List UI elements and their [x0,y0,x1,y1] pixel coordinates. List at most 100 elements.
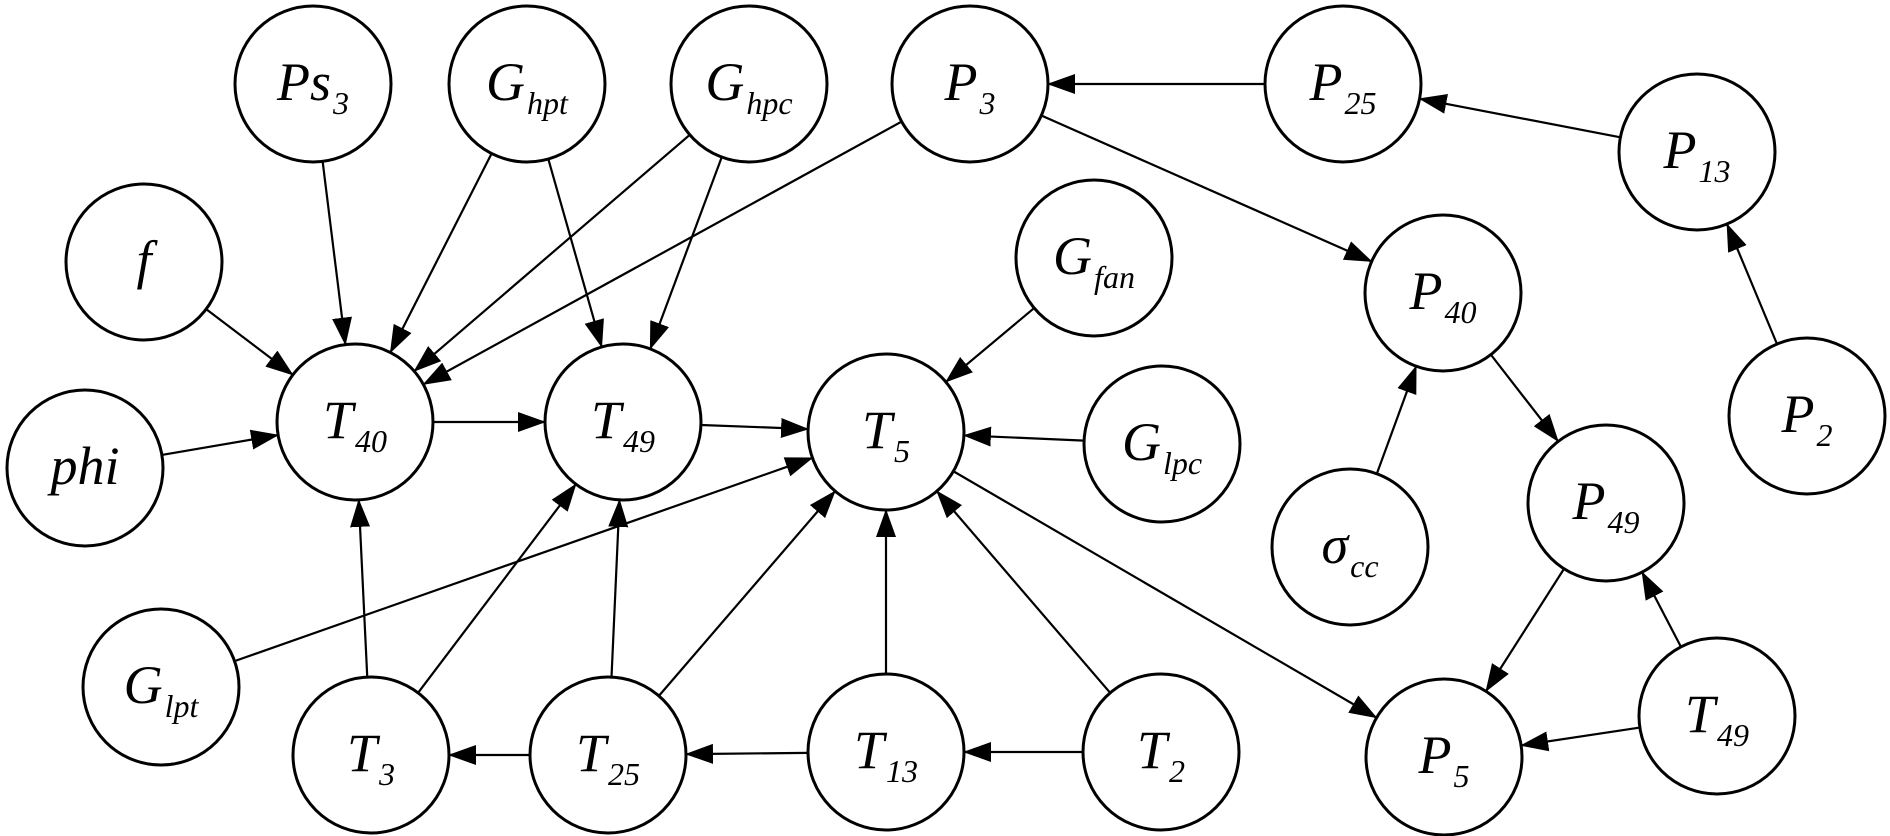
node-label-main: T [1137,720,1171,780]
edge-sigcc-to-P40 [1375,365,1417,475]
edge-phi-to-T40 [161,429,280,456]
node-circle [275,342,435,502]
edge-P2-to-P13 [1726,223,1779,345]
node-Glpc: Glpc [1082,364,1242,524]
edge-T3-to-T40 [350,498,371,678]
edge-Ghpc-to-T49 [649,156,723,350]
node-circle [1617,72,1777,232]
node-label-subscript: hpt [527,85,569,121]
node-T2: T2 [1081,672,1241,832]
node-label-main: P [1663,120,1697,180]
node-label: T25 [576,723,640,792]
node-circle [1363,213,1523,373]
node-circle [1526,423,1686,583]
node-label: P2 [1781,384,1833,453]
node-P3: P3 [890,4,1050,164]
node-label-subscript: 5 [894,433,910,469]
edge-T49b-to-P49 [1641,571,1682,648]
node-label: Glpt [124,655,200,724]
node-label-main: P [1309,52,1343,112]
node-label-main: T [1685,684,1719,744]
node-circle [890,4,1050,164]
node-circle [64,182,224,342]
edge-T5-to-P5 [952,470,1378,719]
node-label: T40 [323,390,387,459]
edge-arrow [1520,726,1641,752]
edge-arrow [389,153,493,354]
node-T40: T40 [275,342,435,502]
node-T25: T25 [528,675,688,835]
node-label: P40 [1409,261,1477,330]
node-Gfan: Gfan [1014,178,1174,338]
node-circle [81,607,241,767]
node-label: Ps3 [276,52,349,121]
node-label-main: phi [46,436,119,496]
node-label: Glpc [1122,412,1202,481]
node-label-subscript: lpt [165,688,200,724]
edge-arrow [547,158,604,348]
edge-Ghpt-to-T49 [547,158,604,348]
node-label-main: T [576,723,610,783]
node-label-main: G [705,52,744,112]
edge-arrow [234,457,814,663]
node-label: T49 [591,390,655,459]
node-circle [806,352,966,512]
edge-T3-to-T49 [417,483,577,694]
edge-arrow [350,498,371,678]
node-label-main: G [486,52,525,112]
node-circle [447,4,607,164]
edge-P3-to-P40 [1040,114,1373,263]
node-label-main: P [1781,384,1815,444]
edge-T2-to-T5 [936,490,1111,694]
edge-arrow [649,156,723,350]
node-T49: T49 [543,342,703,502]
node-circle [543,342,703,502]
edge-arrow [945,307,1035,383]
node-circle [806,672,966,832]
node-label-subscript: lpc [1163,445,1202,481]
edge-arrow [1375,365,1417,475]
node-label: P49 [1572,471,1640,540]
node-label-subscript: 2 [1817,417,1833,453]
node-label: P5 [1418,725,1470,794]
edge-T49-to-T5 [700,418,810,439]
node-circle [1364,677,1524,836]
edge-arrow [321,161,352,346]
node-label-subscript: 3 [332,85,349,121]
edge-arrow [684,743,809,764]
node-label-subscript: hpc [746,85,792,121]
node-label-subscript: 3 [378,756,395,792]
node-label-main: T [323,390,357,450]
edge-arrow [1489,353,1559,443]
edge-arrow [413,133,691,372]
edge-f-to-T40 [205,308,294,376]
node-P40: P40 [1363,213,1523,373]
edge-Ghpc-to-T40 [413,133,691,372]
node-circle [669,4,829,164]
node-circle [528,675,688,835]
node-label-subscript: 13 [1699,153,1731,189]
edge-arrow [608,498,629,678]
edge-arrow [1726,223,1779,345]
node-label: Gfan [1053,226,1135,295]
node-f: f [64,182,224,342]
node-label: P3 [944,52,996,121]
node-label: Ghpt [486,52,569,121]
node-label-subscript: 49 [1717,717,1749,753]
edge-Gfan-to-T5 [945,307,1035,383]
node-label-main: T [591,390,625,450]
edge-T13-to-T25 [684,743,809,764]
node-P25: P25 [1263,4,1423,164]
edge-arrow [1485,568,1565,693]
node-T13: T13 [806,672,966,832]
node-phi: phi [5,388,165,548]
node-label-subscript: 2 [1169,753,1185,789]
node-label-main: G [1122,412,1161,472]
node-label-main: T [862,400,896,460]
node-circle [1263,4,1423,164]
node-Ps3: Ps3 [233,4,393,164]
edge-arrow [205,308,294,376]
edge-P3-to-T40 [422,120,903,385]
node-circle [291,675,451,835]
